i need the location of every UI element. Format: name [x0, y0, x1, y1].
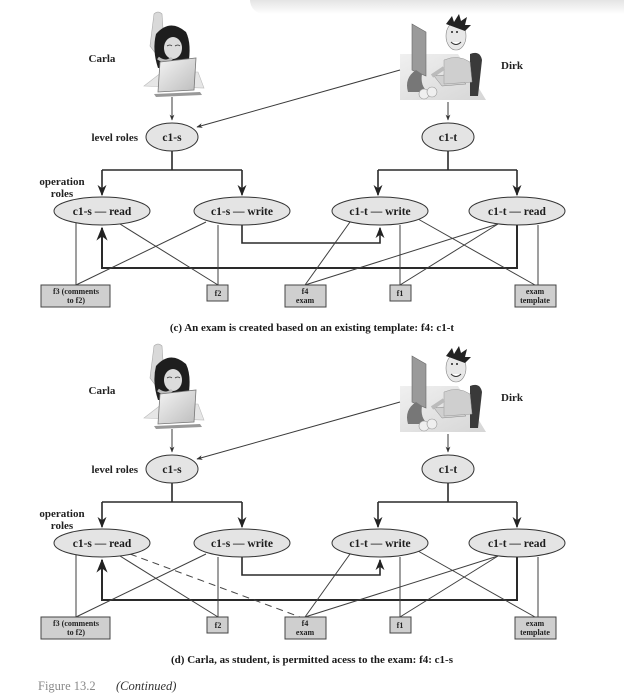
op-c1s-write-node	[193, 196, 291, 226]
dirk-to-c1s-arrow	[196, 401, 401, 460]
op-c1s-write-label: c1-s — write	[211, 538, 273, 550]
perm-read-f4	[304, 223, 499, 286]
panel-caption: (c) An exam is created based on an exist…	[170, 322, 455, 334]
file-exam-template-box	[514, 616, 557, 640]
file-exam-template-label-2: template	[520, 628, 550, 637]
file-f4-label-1: f4	[302, 287, 309, 296]
operation-roles-label-2: roles	[51, 520, 74, 532]
op-c1t-write-label: c1-t — write	[349, 206, 410, 218]
file-f1-label-1: f1	[397, 621, 404, 630]
dirk-to-c1s-arrow	[196, 69, 401, 128]
level-role-c1t-node	[421, 454, 475, 484]
file-f2-label-1: f2	[215, 621, 222, 630]
figure-continued-note: (Continued)	[116, 679, 176, 693]
op-c1t-write-label: c1-t — write	[349, 538, 410, 550]
file-f2-box	[206, 616, 229, 634]
c1s-write-to-c1t-write-arrow	[241, 225, 385, 244]
c1s-write-to-c1t-write-arrow	[241, 557, 385, 576]
file-f2-label-1: f2	[215, 289, 222, 298]
panel-caption: (d) Carla, as student, is permitted aces…	[171, 654, 454, 666]
perm-read-f4	[304, 555, 499, 618]
c1t-read-to-c1s-read-arrow	[96, 225, 518, 269]
file-f3-box	[40, 616, 111, 640]
op-c1t-read-label: c1-t — read	[488, 538, 547, 550]
user-name-carla: Carla	[89, 53, 116, 65]
perm-write-f3	[75, 553, 207, 618]
perm-read-f2	[119, 223, 219, 286]
level-role-c1s-node	[145, 122, 199, 152]
perm-write-exam-template	[417, 550, 536, 618]
file-f4-box	[284, 284, 327, 308]
perm-write-exam-template	[417, 218, 536, 286]
dirk-icon	[400, 14, 486, 100]
file-f4-label-1: f4	[302, 619, 309, 628]
file-f4-box	[284, 616, 327, 640]
carla-icon	[143, 11, 205, 97]
level-role-c1t-node	[421, 122, 475, 152]
file-f1-box	[389, 616, 412, 634]
file-f2-box	[206, 284, 229, 302]
c1t-read-to-c1s-read-arrow	[96, 557, 518, 601]
file-f3-label-1: f3 (comments	[53, 619, 99, 628]
level-role-c1s-node	[145, 454, 199, 484]
file-f3-box	[40, 284, 111, 308]
file-f3-label-1: f3 (comments	[53, 287, 99, 296]
op-c1s-read-label: c1-s — read	[73, 538, 132, 550]
page-shadow	[250, 0, 624, 14]
perm-read-f1	[399, 555, 499, 618]
op-c1t-write-node	[331, 528, 429, 558]
operation-roles-label-2: roles	[51, 188, 74, 200]
file-exam-template-label-2: template	[520, 296, 550, 305]
level-role-c1t-label: c1-t	[439, 132, 458, 144]
op-c1t-read-node	[468, 196, 566, 226]
level-role-c1s-label: c1-s	[162, 132, 182, 144]
perm-write-f4	[304, 553, 351, 618]
file-exam-template-label-1: exam	[526, 619, 545, 628]
op-c1s-write-label: c1-s — write	[211, 206, 273, 218]
op-c1s-write-node	[193, 528, 291, 558]
user-name-dirk: Dirk	[501, 60, 524, 72]
operation-roles-label: operation	[39, 176, 84, 188]
op-c1t-read-label: c1-t — read	[488, 206, 547, 218]
file-f4-label-2: exam	[296, 296, 315, 305]
carla-icon	[143, 343, 205, 429]
level-role-c1s-label: c1-s	[162, 464, 182, 476]
perm-write-f4	[304, 221, 351, 286]
level-role-c1t-label: c1-t	[439, 464, 458, 476]
perm-read-f1	[399, 223, 499, 286]
level-roles-label: level roles	[91, 132, 138, 144]
dirk-icon	[400, 346, 486, 432]
level-roles-label: level roles	[91, 464, 138, 476]
op-c1s-read-label: c1-s — read	[73, 206, 132, 218]
perm-read-f2	[119, 555, 219, 618]
operation-roles-label: operation	[39, 508, 84, 520]
user-name-carla: Carla	[89, 385, 116, 397]
op-c1t-write-node	[331, 196, 429, 226]
op-c1s-read-node	[53, 528, 151, 558]
file-exam-template-box	[514, 284, 557, 308]
perm-write-f3	[75, 221, 207, 286]
op-c1t-read-node	[468, 528, 566, 558]
file-f3-label-2: to f2)	[67, 628, 85, 637]
file-exam-template-label-1: exam	[526, 287, 545, 296]
figure-number: Figure 13.2	[38, 679, 96, 693]
file-f3-label-2: to f2)	[67, 296, 85, 305]
file-f4-label-2: exam	[296, 628, 315, 637]
user-name-dirk: Dirk	[501, 392, 524, 404]
file-f1-box	[389, 284, 412, 302]
op-c1s-read-node	[53, 196, 151, 226]
file-f1-label-1: f1	[397, 289, 404, 298]
dashed-access-c1s-read-f4	[129, 553, 301, 618]
